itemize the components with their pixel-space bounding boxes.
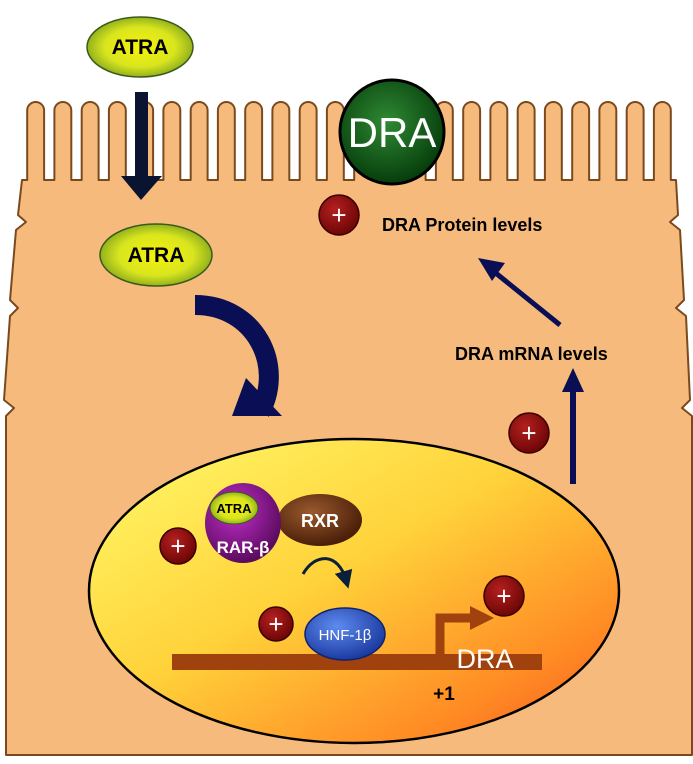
atra-outside: ATRA (86, 16, 194, 78)
atra-inside: ATRA (99, 223, 213, 287)
plus-symbol: + (268, 609, 283, 639)
protein-levels-label: DRA Protein levels (382, 215, 542, 235)
bound-atra-label: ATRA (216, 501, 252, 516)
dra-transporter-label: DRA (348, 109, 437, 156)
plus-symbol: + (496, 581, 511, 611)
nucleus (87, 437, 621, 745)
dra-gene: DRA +1 (172, 606, 542, 705)
plus-symbol: + (331, 200, 346, 230)
dra-gene-label: DRA (456, 644, 513, 674)
plus-symbol: + (521, 418, 536, 448)
atra-inside-label: ATRA (128, 244, 185, 267)
rxr: RXR (278, 494, 362, 546)
atra-to-nucleus-arrow (194, 295, 282, 417)
atra-entry-arrow (121, 92, 162, 200)
plus-mrna: + (508, 412, 550, 454)
tss-label: +1 (433, 684, 455, 705)
hnf1b-label: HNF-1β (319, 627, 372, 644)
hnf1b: HNF-1β (304, 607, 386, 661)
mrna-up-arrow (562, 368, 584, 484)
plus-transcription: + (483, 575, 525, 617)
plus-rar: + (159, 527, 197, 565)
rar-beta: ATRA RAR-β (205, 483, 281, 563)
rar-to-hnf-arrow (301, 557, 353, 589)
plus-protein: + (318, 194, 360, 236)
plus-hnf: + (258, 606, 294, 642)
protein-arrow (478, 258, 562, 327)
atra-outside-label: ATRA (112, 36, 169, 59)
rxr-label: RXR (301, 511, 339, 531)
plus-symbol: + (170, 531, 185, 561)
mrna-levels-label: DRA mRNA levels (455, 344, 608, 364)
dra-transporter: DRA (338, 78, 446, 186)
rar-beta-label: RAR-β (217, 538, 270, 557)
